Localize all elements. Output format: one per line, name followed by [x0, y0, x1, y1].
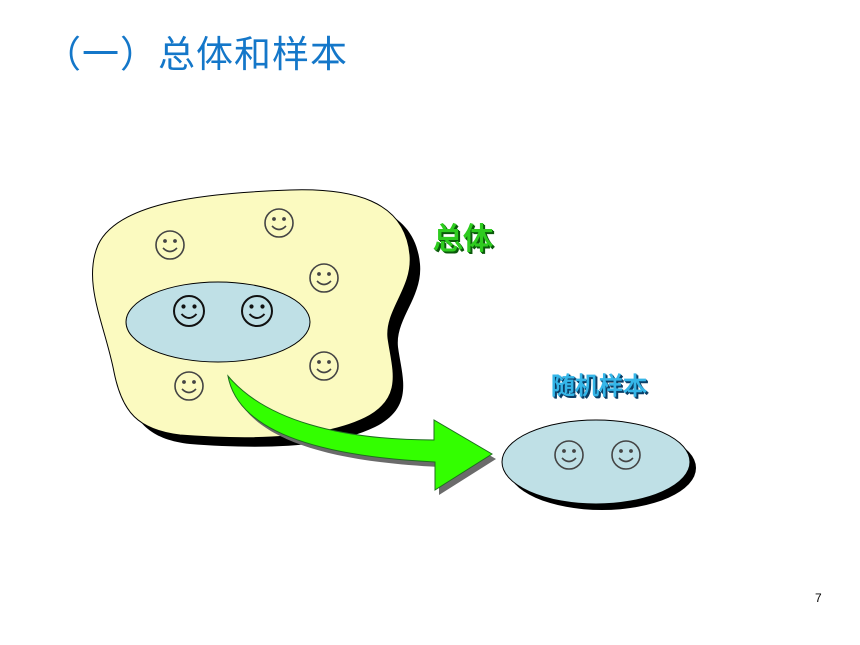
- random-sample-label: 随机样本: [551, 372, 647, 400]
- random-sample-ellipse: [501, 419, 691, 505]
- population-label: 总体: [433, 222, 493, 257]
- page-number: 7: [815, 591, 822, 605]
- curved-arrow-icon-shadow: [232, 381, 496, 495]
- slide-title: （一）总体和样本: [44, 33, 348, 76]
- inner-sample-ellipse: [125, 281, 311, 363]
- curved-arrow-icon: [227, 374, 493, 491]
